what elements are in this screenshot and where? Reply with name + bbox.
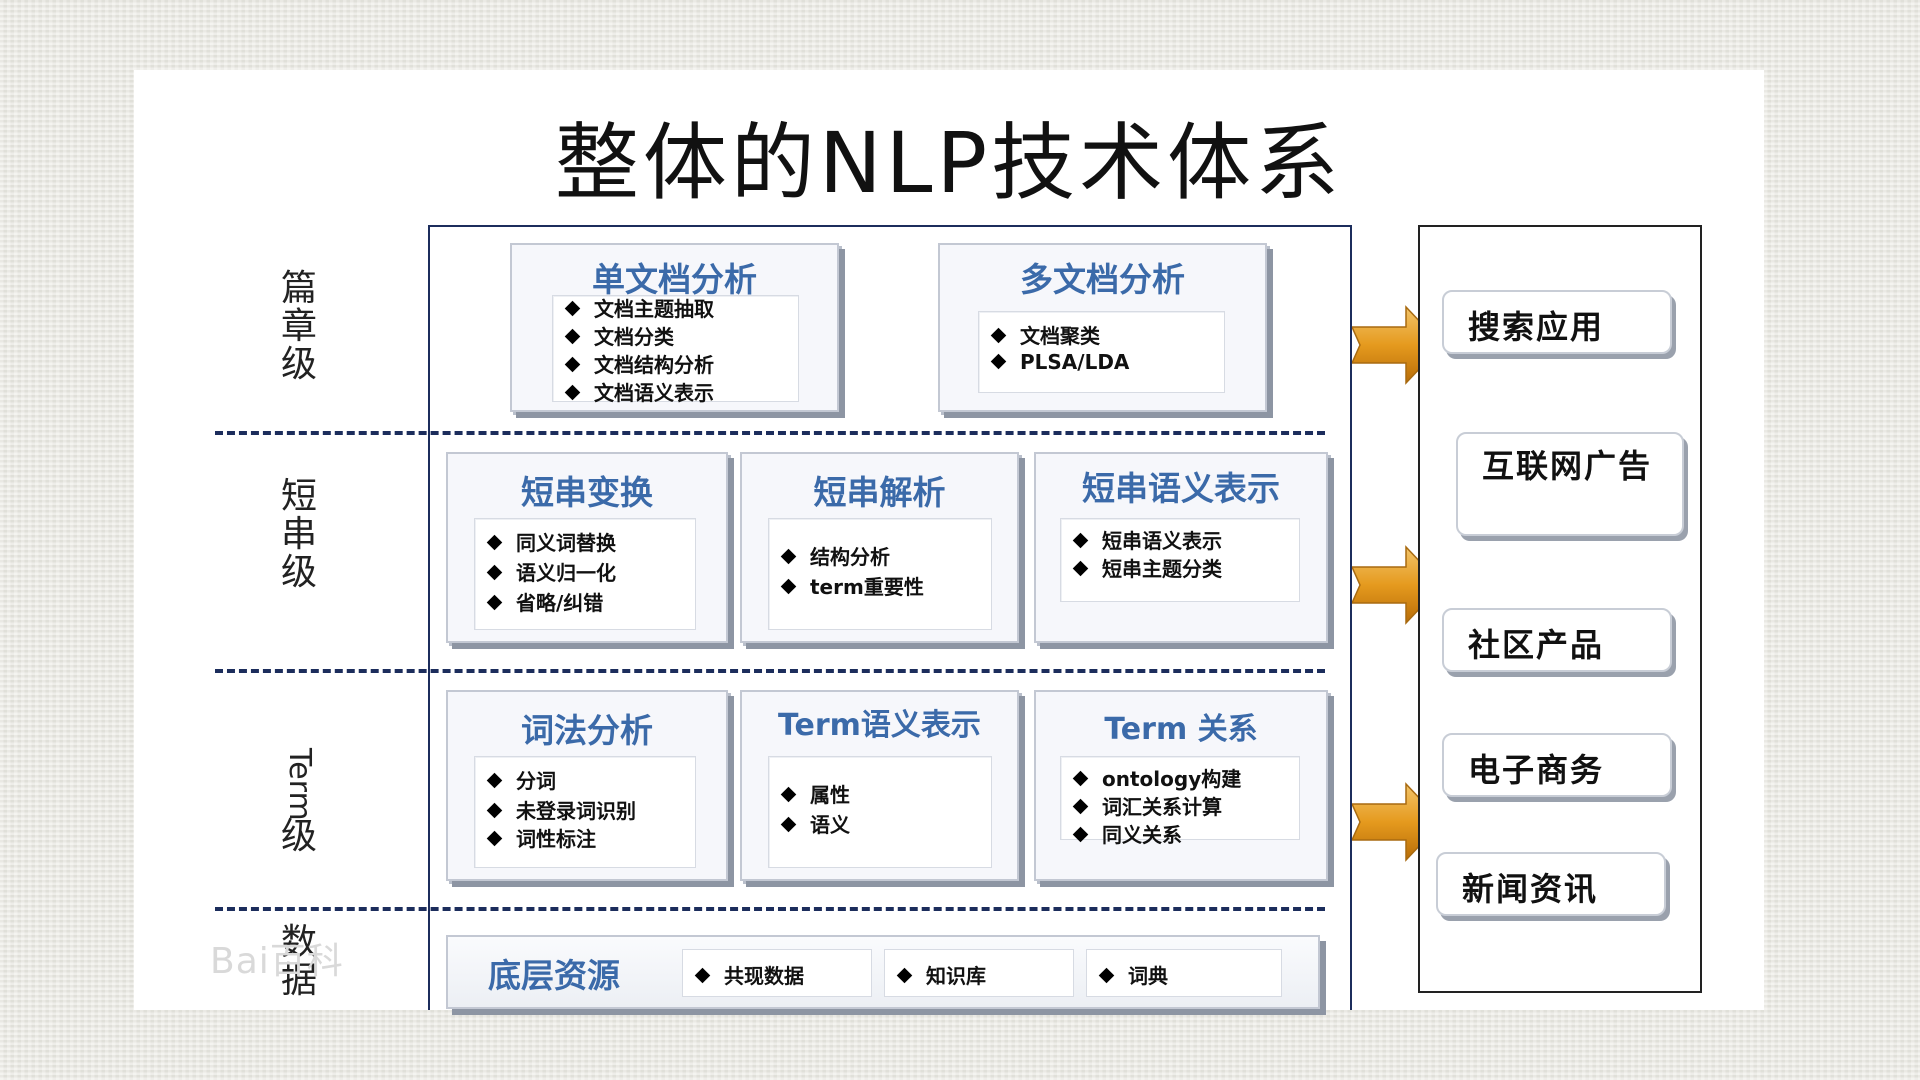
list-item: 分词 xyxy=(486,765,556,794)
panel-items: ontology构建 词汇关系计算 同义关系 xyxy=(1060,756,1300,847)
list-item: 同义词替换 xyxy=(486,527,616,556)
list-item: 未登录词识别 xyxy=(486,795,636,824)
list-item: 词典 xyxy=(1098,960,1168,989)
panel-term-relation: Term 关系 ontology构建 词汇关系计算 同义关系 xyxy=(1034,690,1328,881)
list-item: 知识库 xyxy=(896,960,986,989)
panel-items: 文档聚类 PLSA/LDA xyxy=(978,311,1225,393)
bullet-diamond-icon xyxy=(1072,798,1089,815)
list-item: 文档分类 xyxy=(564,321,674,350)
bullet-diamond-icon xyxy=(564,384,581,401)
panel-title: 多文档分析 xyxy=(1020,260,1185,299)
list-item: 语义归一化 xyxy=(486,557,616,586)
separator-2 xyxy=(215,669,1325,673)
bullet-diamond-icon xyxy=(780,578,797,595)
list-item: term重要性 xyxy=(780,571,924,600)
list-item: PLSA/LDA xyxy=(990,350,1129,374)
bullet-diamond-icon xyxy=(1072,770,1089,787)
panel-phrase-semantic: 短串语义表示 短串语义表示 短串主题分类 xyxy=(1034,452,1328,643)
bullet-diamond-icon xyxy=(1072,560,1089,577)
list-item: 省略/纠错 xyxy=(486,587,603,616)
list-item: 语义 xyxy=(780,809,850,838)
list-item: 文档语义表示 xyxy=(564,377,714,406)
level-label-document: 篇章级 xyxy=(280,268,317,385)
app-search: 搜索应用 xyxy=(1442,290,1672,354)
list-item: 文档聚类 xyxy=(990,320,1100,349)
bullet-diamond-icon xyxy=(1072,826,1089,843)
bullet-diamond-icon xyxy=(990,353,1007,370)
separator-1 xyxy=(215,431,1325,435)
list-item: 词汇关系计算 xyxy=(1072,791,1222,820)
bullet-diamond-icon xyxy=(1072,532,1089,549)
bullet-diamond-icon xyxy=(564,328,581,345)
list-item: 结构分析 xyxy=(780,541,890,570)
bullet-diamond-icon xyxy=(780,816,797,833)
panel-items: 同义词替换 语义归一化 省略/纠错 xyxy=(474,518,696,630)
panel-title: 短串语义表示 xyxy=(1082,469,1280,508)
bullet-diamond-icon xyxy=(694,967,711,984)
bullet-diamond-icon xyxy=(486,594,503,611)
app-internet-ads: 互联网广告 xyxy=(1456,432,1684,536)
bullet-diamond-icon xyxy=(486,772,503,789)
panel-items: 结构分析 term重要性 xyxy=(768,518,992,630)
bullet-diamond-icon xyxy=(780,786,797,803)
panel-resources: 底层资源 共现数据 知识库 词典 xyxy=(446,935,1320,1009)
bullet-diamond-icon xyxy=(486,534,503,551)
frame-top-line xyxy=(428,225,1350,227)
list-item: 短串主题分类 xyxy=(1072,553,1222,582)
panel-title: 词法分析 xyxy=(521,711,653,750)
list-item: ontology构建 xyxy=(1072,763,1241,792)
level-label-data: 数据 xyxy=(280,922,317,1001)
panel-items: 分词 未登录词识别 词性标注 xyxy=(474,756,696,868)
app-ecommerce: 电子商务 xyxy=(1442,733,1672,797)
bullet-diamond-icon xyxy=(1098,967,1115,984)
app-news: 新闻资讯 xyxy=(1436,852,1666,916)
watermark: Bai百科 xyxy=(210,941,344,982)
list-item: 文档主题抽取 xyxy=(564,293,714,322)
panel-single-document: 单文档分析 文档主题抽取 文档分类 文档结构分析 文档语义表示 xyxy=(510,243,839,412)
panel-title: Term语义表示 xyxy=(778,708,981,743)
panel-multi-document: 多文档分析 文档聚类 PLSA/LDA xyxy=(938,243,1267,412)
frame-left-line xyxy=(428,225,430,1010)
panel-phrase-parse: 短串解析 结构分析 term重要性 xyxy=(740,452,1019,643)
frame-right-line xyxy=(1350,225,1352,1010)
panel-title: 底层资源 xyxy=(488,956,620,995)
app-community: 社区产品 xyxy=(1442,608,1672,672)
list-item: 共现数据 xyxy=(694,960,804,989)
resource-cell: 知识库 xyxy=(884,949,1074,997)
panel-title: 单文档分析 xyxy=(592,260,757,299)
bullet-diamond-icon xyxy=(564,356,581,373)
panel-title: 短串变换 xyxy=(521,473,653,512)
bullet-diamond-icon xyxy=(990,327,1007,344)
bullet-diamond-icon xyxy=(564,300,581,317)
list-item: 文档结构分析 xyxy=(564,349,714,378)
resource-cell: 共现数据 xyxy=(682,949,872,997)
panel-term-lexical: 词法分析 分词 未登录词识别 词性标注 xyxy=(446,690,728,881)
bullet-diamond-icon xyxy=(486,830,503,847)
panel-term-semantic: Term语义表示 属性 语义 xyxy=(740,690,1019,881)
list-item: 同义关系 xyxy=(1072,819,1182,848)
panel-title: Term 关系 xyxy=(1104,712,1258,747)
panel-items: 属性 语义 xyxy=(768,756,992,868)
separator-3 xyxy=(215,907,1325,911)
bullet-diamond-icon xyxy=(486,564,503,581)
bullet-diamond-icon xyxy=(780,548,797,565)
list-item: 词性标注 xyxy=(486,823,596,852)
level-label-phrase: 短串级 xyxy=(280,476,317,593)
page-title: 整体的NLP技术体系 xyxy=(554,114,1344,212)
panel-items: 文档主题抽取 文档分类 文档结构分析 文档语义表示 xyxy=(552,293,799,405)
bullet-diamond-icon xyxy=(896,967,913,984)
bullet-diamond-icon xyxy=(486,802,503,819)
list-item: 短串语义表示 xyxy=(1072,525,1222,554)
panel-phrase-transform: 短串变换 同义词替换 语义归一化 省略/纠错 xyxy=(446,452,728,643)
list-item: 属性 xyxy=(780,779,850,808)
resource-cell: 词典 xyxy=(1086,949,1282,997)
panel-items: 短串语义表示 短串主题分类 xyxy=(1060,518,1300,602)
panel-title: 短串解析 xyxy=(813,473,946,512)
